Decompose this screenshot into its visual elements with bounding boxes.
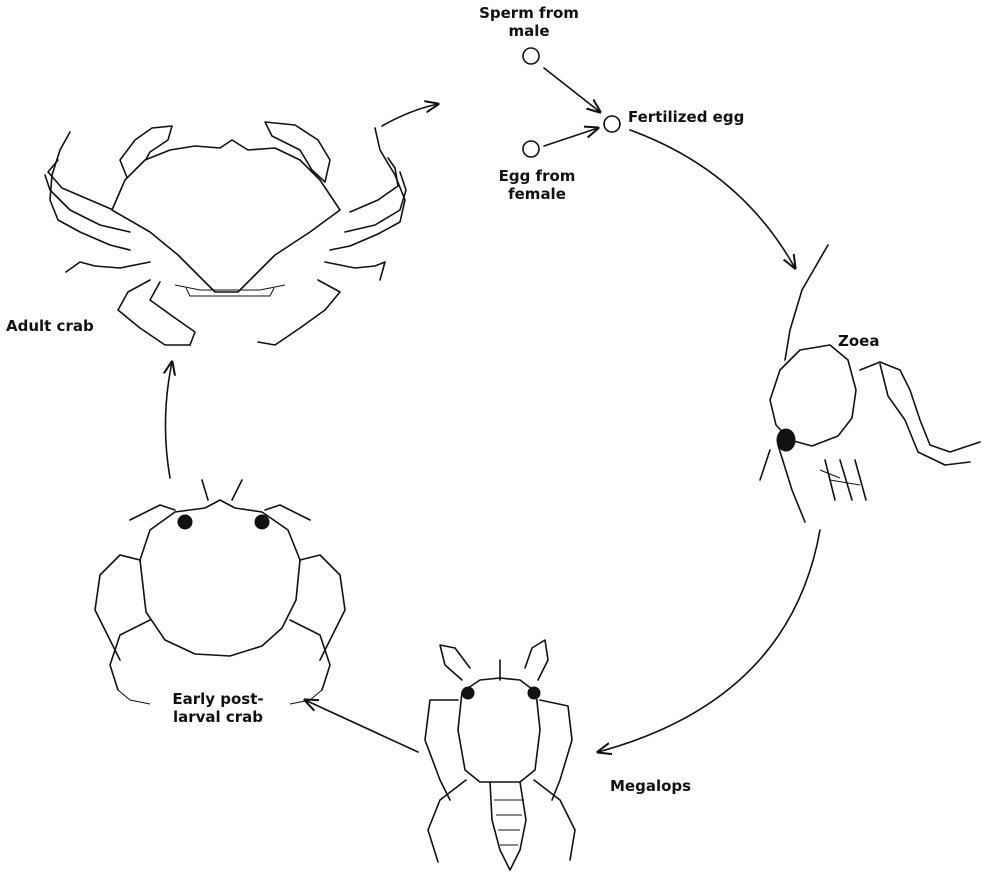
arrow-egg-to-fertilized xyxy=(544,128,598,146)
arrow-adult-to-gametes xyxy=(382,104,438,126)
postlarval-crab-illustration xyxy=(95,480,345,704)
sperm-label-line1: Sperm from xyxy=(470,4,588,22)
sperm-label-line2: male xyxy=(470,22,588,40)
arrow-sperm-to-fertilized xyxy=(544,68,600,112)
sperm-circle xyxy=(523,48,539,64)
egg-circle xyxy=(523,141,539,157)
zoea-label: Zoea xyxy=(838,332,879,350)
postlarval-label-line2: larval crab xyxy=(148,708,288,726)
egg-label-line2: female xyxy=(482,185,592,203)
arrow-megalops-to-postlarval xyxy=(305,700,418,752)
megalops-label: Megalops xyxy=(610,777,691,795)
fertilized-egg-circle xyxy=(604,116,620,132)
postlarval-label-line1: Early post- xyxy=(148,690,288,708)
egg-label: Egg from female xyxy=(482,167,592,203)
adult-crab-illustration xyxy=(45,122,406,345)
arrow-postlarval-to-adult xyxy=(165,362,172,478)
adult-crab-label: Adult crab xyxy=(6,317,94,335)
megalops-illustration xyxy=(425,640,575,870)
arrow-zoea-to-megalops xyxy=(598,530,820,752)
egg-label-line1: Egg from xyxy=(482,167,592,185)
postlarval-label: Early post- larval crab xyxy=(148,690,288,726)
arrow-fertilized-to-zoea xyxy=(630,130,795,268)
zoea-illustration xyxy=(760,245,980,522)
sperm-label: Sperm from male xyxy=(470,4,588,40)
fertilized-egg-label: Fertilized egg xyxy=(628,108,744,126)
